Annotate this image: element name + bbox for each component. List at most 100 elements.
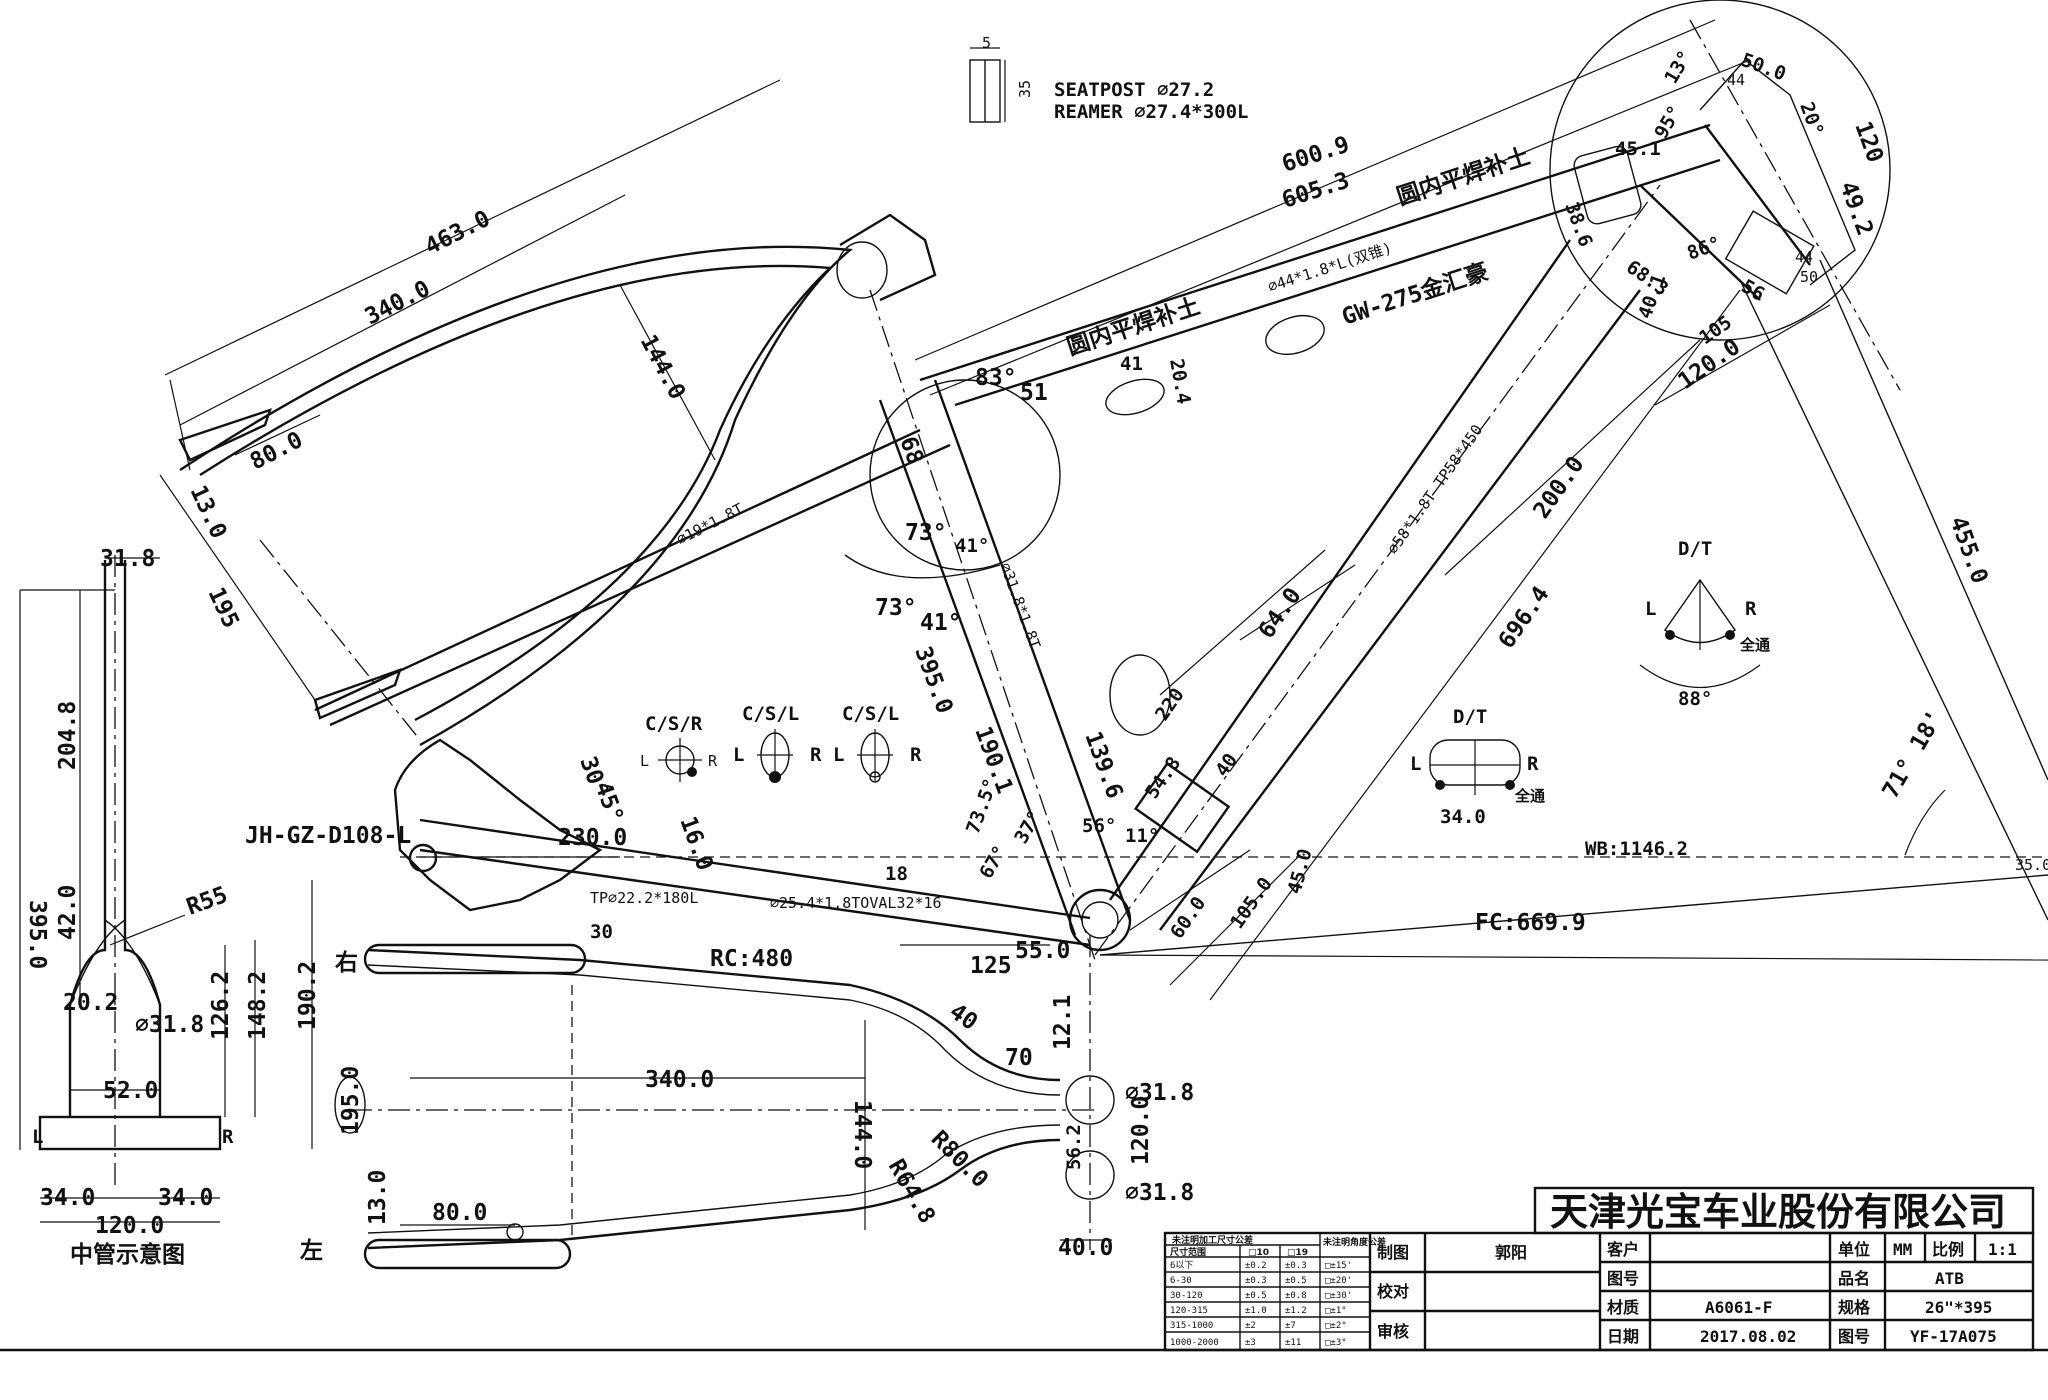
tol-r4-c0: 315-1000 <box>1170 1321 1213 1331</box>
chainstay-spec-2: ⌀25.4*1.8TOVAL32*16 <box>770 894 942 912</box>
rear-dim-80: 80.0 <box>432 1200 487 1226</box>
tolerance-col-2: □19 <box>1287 1248 1308 1258</box>
cs-symbol-2-left: L <box>733 744 744 766</box>
dim-144: 144.0 <box>635 331 690 404</box>
mid-dim-204-8: 204.8 <box>55 701 81 770</box>
rear-dim-40: 40.0 <box>1058 1235 1113 1261</box>
tol-r3-c2: ±1.2 <box>1285 1306 1307 1316</box>
seatstay-outer <box>179 245 853 747</box>
seatpost-depth-a: 5 <box>982 34 991 52</box>
mid-r55: R55 <box>183 882 231 921</box>
cs-symbol-2-right: R <box>810 744 822 766</box>
seatpost-depth-b: 35 <box>1016 80 1034 98</box>
cs-symbol-1-left: L <box>640 752 649 770</box>
wb-label: WB:1146.2 <box>1585 838 1688 860</box>
dim-50: 50 <box>1800 268 1818 286</box>
bottom-bracket <box>1068 888 1132 952</box>
part-no-value: YF-17A075 <box>1910 1327 1997 1346</box>
tol-r2-c2: ±0.8 <box>1285 1291 1307 1301</box>
dim-83-deg: 83° <box>975 365 1017 391</box>
dim-50-0: 50.0 <box>1738 49 1789 85</box>
dim-80: 80.0 <box>246 427 307 475</box>
frame-side-view <box>178 0 2048 961</box>
tol-r2-c3: □±30' <box>1325 1291 1352 1301</box>
dim-40: 40 <box>1211 749 1242 780</box>
tol-r4-c2: ±7 <box>1285 1321 1296 1331</box>
dim-11-deg: 11° <box>1125 825 1159 847</box>
dim-125: 125 <box>970 953 1012 979</box>
dt-view-symbols: D/T L R 全通 88° D/T L R 全通 34.0 <box>1410 538 1770 828</box>
dim-55: 55.0 <box>1015 938 1070 964</box>
rc-label: RC:480 <box>710 946 793 972</box>
dt-symbol-1-right: R <box>1745 598 1757 620</box>
dt-symbol-1-note: 全通 <box>1739 636 1770 654</box>
seat-tube-rear <box>933 379 1132 921</box>
dim-455: 455.0 <box>1944 513 1992 587</box>
decal-text: GW-275金汇豪 <box>1339 258 1492 331</box>
dim-60: 60.0 <box>1166 893 1210 943</box>
dim-54-8: 54.8 <box>1141 753 1185 803</box>
dim-45-1: 45.1 <box>1615 138 1661 160</box>
draw-name: 郭阳 <box>1495 1243 1527 1262</box>
rear-dim-70: 70 <box>1005 1045 1033 1071</box>
mid-tube-schematic: 31.8 204.8 395.0 42.0 R55 20.2 ⌀31.8 52.… <box>19 546 321 1268</box>
rear-dim-195: 195.0 <box>338 1066 364 1135</box>
tol-r2-c1: ±0.5 <box>1245 1291 1267 1301</box>
dt-symbol-1-angle: 88° <box>1678 688 1712 710</box>
material-value: A6061-F <box>1705 1298 1772 1317</box>
spec-value: 26"*395 <box>1925 1298 1992 1317</box>
tol-r1-c3: □±20' <box>1325 1276 1352 1286</box>
mid-dim-395: 395.0 <box>24 900 50 969</box>
mid-dim-190-2: 190.2 <box>295 961 321 1030</box>
cs-symbol-3-left: L <box>833 744 844 766</box>
dim-41-deg: 41° <box>955 535 989 557</box>
down-tube-spec: ⌀58*1.8T TP58*450 <box>1384 421 1487 557</box>
reamer-spec: REAMER ⌀27.4*300L <box>1054 101 1248 123</box>
mid-dim-20-2: 20.2 <box>63 990 118 1016</box>
tol-r0-c2: ±0.3 <box>1285 1261 1307 1271</box>
tol-r5-c3: □±3° <box>1325 1338 1347 1348</box>
dim-45-deg: 45° <box>589 778 628 826</box>
chainstay-upper <box>419 818 1091 920</box>
tol-r3-c0: 120-315 <box>1170 1306 1208 1316</box>
seat-tube-spec: ⌀31.8*1.8T <box>996 560 1044 651</box>
dim-120: 120 <box>1849 118 1888 166</box>
dim-41-deg-b: 41° <box>920 610 962 636</box>
dt-symbol-1-top: D/T <box>1678 538 1712 560</box>
seat-tube-front <box>878 399 1077 936</box>
left-side-label: 左 <box>300 1238 323 1264</box>
down-tube-upper <box>1109 239 1571 901</box>
dim-16: 16.0 <box>674 813 717 874</box>
tol-r1-c0: 6-30 <box>1170 1276 1192 1286</box>
product-label: 品名 <box>1838 1269 1870 1288</box>
rear-dim-120: 120.0 <box>1128 1096 1154 1165</box>
date-label: 日期 <box>1607 1327 1639 1346</box>
dt-symbol-1-left: L <box>1645 598 1656 620</box>
title-block: 天津光宝车业股份有限公司 未注明加工尺寸公差 尺寸范围 □10 □19 未注明角… <box>1163 1186 2035 1352</box>
rear-dim-144: 144.0 <box>849 1100 875 1169</box>
seatstay-inner <box>199 264 833 722</box>
dim-44: 44 <box>1727 71 1745 89</box>
rear-triangle-top-view: 右 左 ⌀31.8 ⌀31.8 12.1 120.0 56.2 40.0 340… <box>300 935 1194 1270</box>
dt-symbol-2-angle: 34.0 <box>1440 806 1486 828</box>
company-name: 天津光宝车业股份有限公司 <box>1550 1190 2006 1234</box>
dim-395: 395.0 <box>909 643 957 717</box>
mid-dim-31-8: 31.8 <box>100 546 155 572</box>
tol-r0-c3: □±15' <box>1325 1261 1352 1271</box>
dim-13-deg: 13° <box>1660 47 1696 88</box>
cs-view-symbols: C/S/R L R C/S/L L R C/S/L L R <box>640 703 922 783</box>
mid-dim-126-2: 126.2 <box>208 971 234 1040</box>
bb-side-dim: 35.0 <box>2015 856 2048 874</box>
head-detail-circle <box>1549 0 1891 341</box>
seat-cluster-circle <box>869 379 1061 571</box>
approve-label: 审核 <box>1377 1322 1409 1341</box>
dim-13: 13.0 <box>185 482 232 543</box>
tol-r1-c2: ±0.5 <box>1285 1276 1307 1286</box>
tolerance-col-1: □10 <box>1248 1248 1269 1258</box>
tol-r1-c1: ±0.3 <box>1245 1276 1267 1286</box>
mid-dim-31-8-b: ⌀31.8 <box>135 1012 204 1038</box>
dim-73-deg: 73° <box>905 520 947 546</box>
mid-dim-120: 120.0 <box>95 1213 164 1239</box>
dt-symbol-2-note: 全通 <box>1514 787 1545 805</box>
dim-51: 51 <box>1020 380 1048 406</box>
